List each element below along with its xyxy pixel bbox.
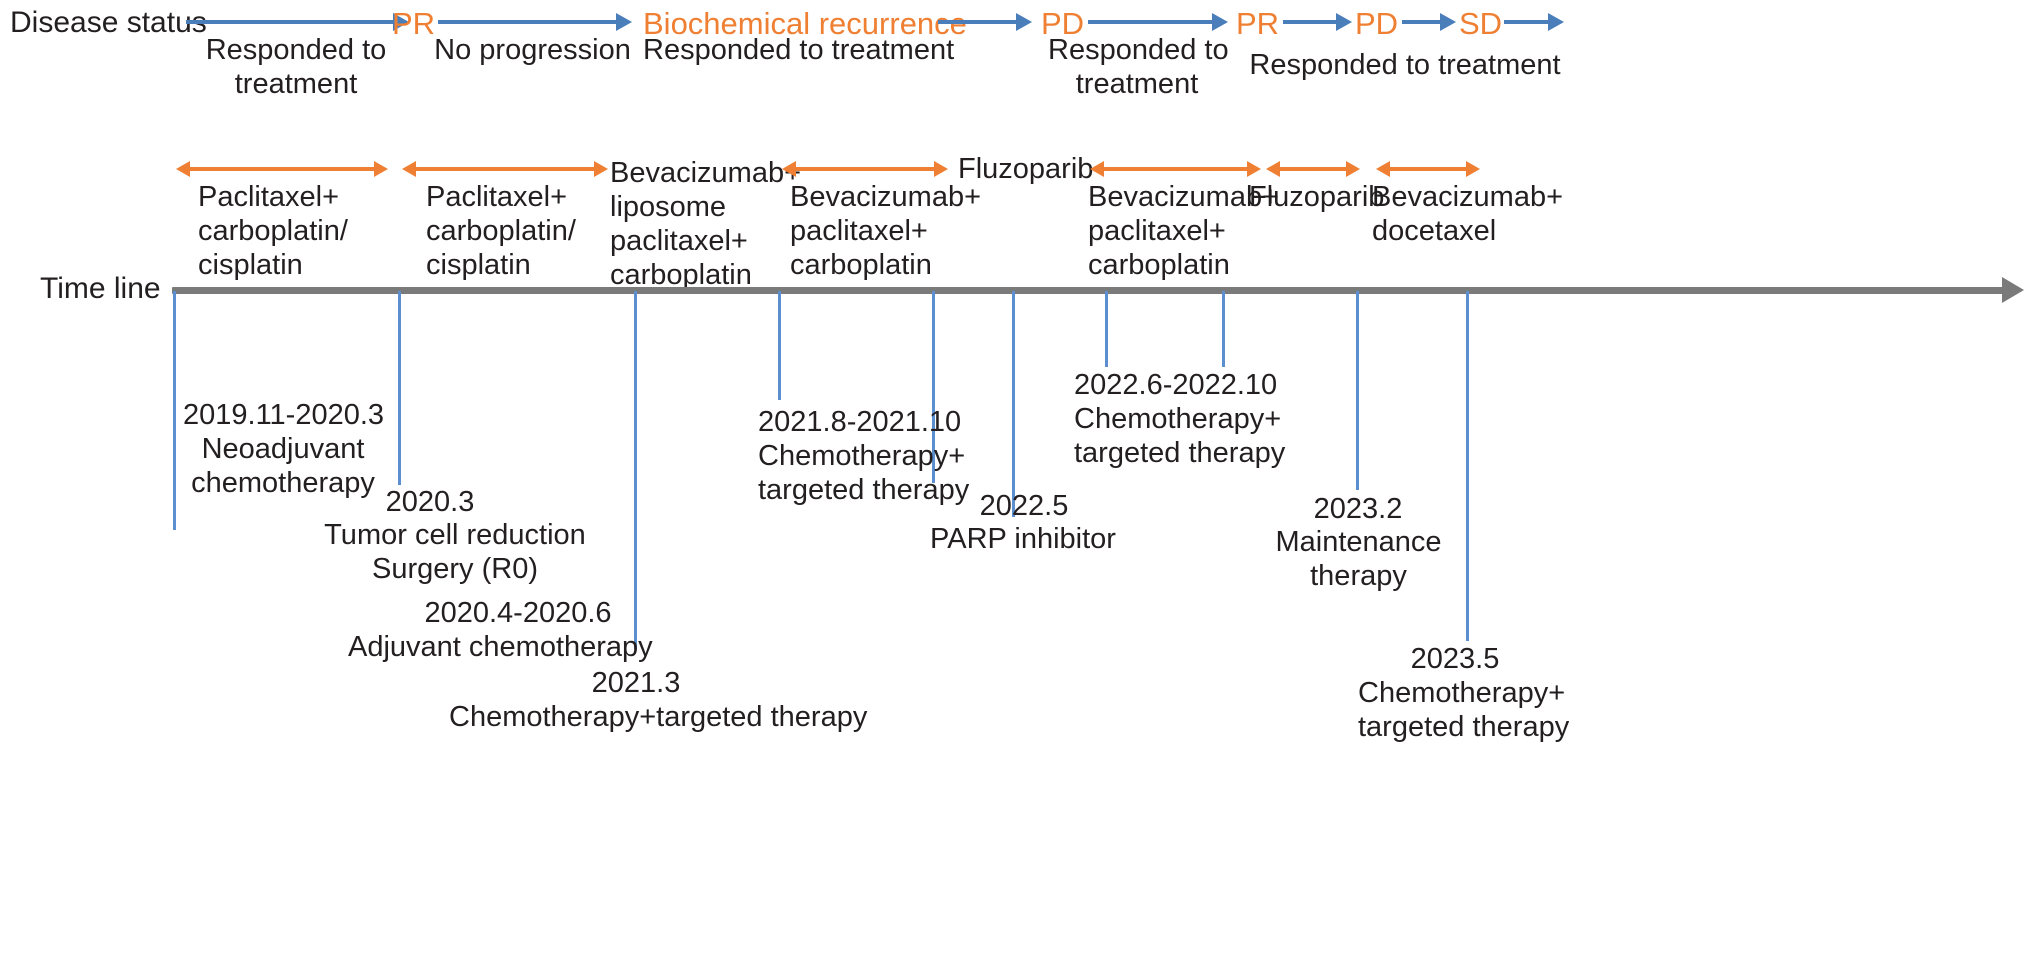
timeline-tick-9 xyxy=(1356,291,1359,490)
event-description-1: Neoadjuvant chemotherapy xyxy=(191,433,375,499)
status-arrow-shaft-3 xyxy=(938,20,1016,24)
event-date-1: 2019.11-2020.3 xyxy=(183,399,385,431)
treatment-arrowhead-left-7 xyxy=(1266,161,1280,177)
status-token-pr-2: PR xyxy=(1236,6,1280,41)
treatment-arrowhead-right-1 xyxy=(374,161,388,177)
status-token-pd-2: PD xyxy=(1355,6,1399,41)
event-description-8: Maintenance therapy xyxy=(1275,526,1442,592)
treatment-arrowhead-left-6 xyxy=(1090,161,1104,177)
timeline-tick-2 xyxy=(398,291,401,485)
treatment-label-5: Fluzoparib xyxy=(958,153,1094,185)
treatment-arrowhead-left-4 xyxy=(782,161,796,177)
status-arrowhead-2 xyxy=(616,13,632,31)
timeline-tick-1 xyxy=(173,291,176,530)
timeline-tick-4 xyxy=(778,291,781,400)
event-description-4: Chemotherapy+targeted therapy xyxy=(449,701,868,733)
event-date-4: 2021.3 xyxy=(591,667,681,699)
treatment-arrowhead-right-2 xyxy=(594,161,608,177)
treatment-arrowhead-right-7 xyxy=(1346,161,1360,177)
timeline-axis-arrowhead xyxy=(2002,277,2024,303)
timeline-tick-7 xyxy=(1105,291,1108,367)
treatment-arrowhead-right-8 xyxy=(1466,161,1480,177)
treatment-label-8: Bevacizumab+ docetaxel xyxy=(1372,181,1564,247)
treatment-arrowhead-right-6 xyxy=(1247,161,1261,177)
status-arrow-shaft-1 xyxy=(186,20,393,24)
timeline-tick-6 xyxy=(1012,291,1015,517)
treatment-label-6: Bevacizumab+ paclitaxel+ carboplatin xyxy=(1088,181,1280,281)
timeline-tick-5 xyxy=(932,291,935,483)
treatment-arrow-shaft-6 xyxy=(1102,167,1247,171)
treatment-arrowhead-left-8 xyxy=(1376,161,1390,177)
status-token-biochemical-recurrence: Biochemical recurrence xyxy=(643,6,967,41)
disease-status-row-label: Disease status xyxy=(10,6,207,39)
treatment-arrow-shaft-7 xyxy=(1278,167,1346,171)
treatment-label-2: Paclitaxel+ carboplatin/ cisplatin xyxy=(426,181,576,281)
status-token-sd: SD xyxy=(1459,6,1503,41)
status-arrow-shaft-6 xyxy=(1402,20,1440,24)
timeline-tick-8 xyxy=(1222,291,1225,367)
treatment-label-7: Fluzoparib xyxy=(1249,181,1385,213)
status-arrowhead-1 xyxy=(393,13,409,31)
status-transition-caption-1: Responded to treatment xyxy=(205,34,387,100)
timeline-axis xyxy=(172,287,2004,294)
event-date-3: 2020.4-2020.6 xyxy=(424,597,612,629)
treatment-label-4: Bevacizumab+ paclitaxel+ carboplatin xyxy=(790,181,982,281)
timeline-row-label: Time line xyxy=(40,272,161,305)
status-arrowhead-7 xyxy=(1548,13,1564,31)
treatment-arrowhead-left-2 xyxy=(402,161,416,177)
treatment-arrow-shaft-2 xyxy=(414,167,594,171)
event-description-3: Adjuvant chemotherapy xyxy=(348,631,653,663)
treatment-arrowhead-left-1 xyxy=(176,161,190,177)
status-arrowhead-4 xyxy=(1212,13,1228,31)
status-token-pd-1: PD xyxy=(1041,6,1085,41)
status-arrowhead-5 xyxy=(1336,13,1352,31)
treatment-arrow-shaft-8 xyxy=(1388,167,1466,171)
event-description-9: Chemotherapy+ targeted therapy xyxy=(1358,677,1570,743)
event-description-5: Chemotherapy+ targeted therapy xyxy=(758,440,970,506)
status-transition-caption-2: No progression xyxy=(434,34,631,66)
event-description-6: PARP inhibitor xyxy=(930,523,1116,555)
status-transition-caption-3: Responded to treatment xyxy=(643,34,955,66)
status-arrowhead-3 xyxy=(1016,13,1032,31)
event-date-9: 2023.5 xyxy=(1410,643,1500,675)
event-description-2: Tumor cell reduction Surgery (R0) xyxy=(324,519,586,585)
event-date-6: 2022.5 xyxy=(979,490,1069,522)
status-transition-caption-4: Responded to treatment xyxy=(1048,34,1229,100)
event-date-7: 2022.6-2022.10 xyxy=(1074,369,1278,401)
status-arrow-shaft-4 xyxy=(1088,20,1212,24)
status-arrow-shaft-7 xyxy=(1504,20,1548,24)
treatment-label-3: Bevacizumab+ liposome paclitaxel+ carbop… xyxy=(610,157,802,291)
event-date-8: 2023.2 xyxy=(1313,493,1403,525)
event-description-7: Chemotherapy+ targeted therapy xyxy=(1074,403,1286,469)
event-date-2: 2020.3 xyxy=(385,486,475,518)
event-date-5: 2021.8-2021.10 xyxy=(758,406,962,438)
treatment-label-1: Paclitaxel+ carboplatin/ cisplatin xyxy=(198,181,348,281)
status-token-pr-1: PR xyxy=(392,6,436,41)
timeline-tick-3 xyxy=(634,291,637,649)
status-transition-caption-5: Responded to treatment xyxy=(1249,49,1561,81)
status-arrow-shaft-2 xyxy=(438,20,616,24)
treatment-arrowhead-right-4 xyxy=(934,161,948,177)
timeline-tick-10 xyxy=(1466,291,1469,641)
treatment-arrow-shaft-4 xyxy=(794,167,934,171)
status-arrow-shaft-5 xyxy=(1283,20,1336,24)
status-arrowhead-6 xyxy=(1440,13,1456,31)
treatment-arrow-shaft-1 xyxy=(188,167,374,171)
